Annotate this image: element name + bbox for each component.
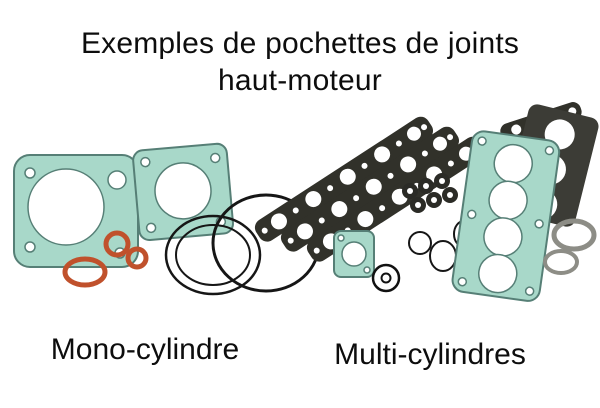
gasket-illustration — [0, 85, 600, 315]
multi-small-plate-gasket — [333, 230, 375, 278]
mono-head-gasket-large — [13, 154, 139, 268]
title-line-2: haut-moteur — [218, 63, 382, 97]
mono-o-rings-orange — [62, 230, 149, 288]
mono-gasket-group — [13, 142, 321, 296]
multi-valve-seals — [402, 173, 458, 213]
caption-multi-cylindres: Multi-cylindres — [334, 338, 526, 371]
multi-gasket-group — [251, 102, 599, 302]
multi-grey-rings — [543, 218, 597, 275]
title-line-1: Exemples de pochettes de joints — [80, 27, 520, 61]
caption-mono-cylindre: Mono-cylindre — [50, 333, 240, 366]
gasket-illustration-svg — [13, 102, 599, 302]
multi-head-gasket — [451, 130, 561, 302]
